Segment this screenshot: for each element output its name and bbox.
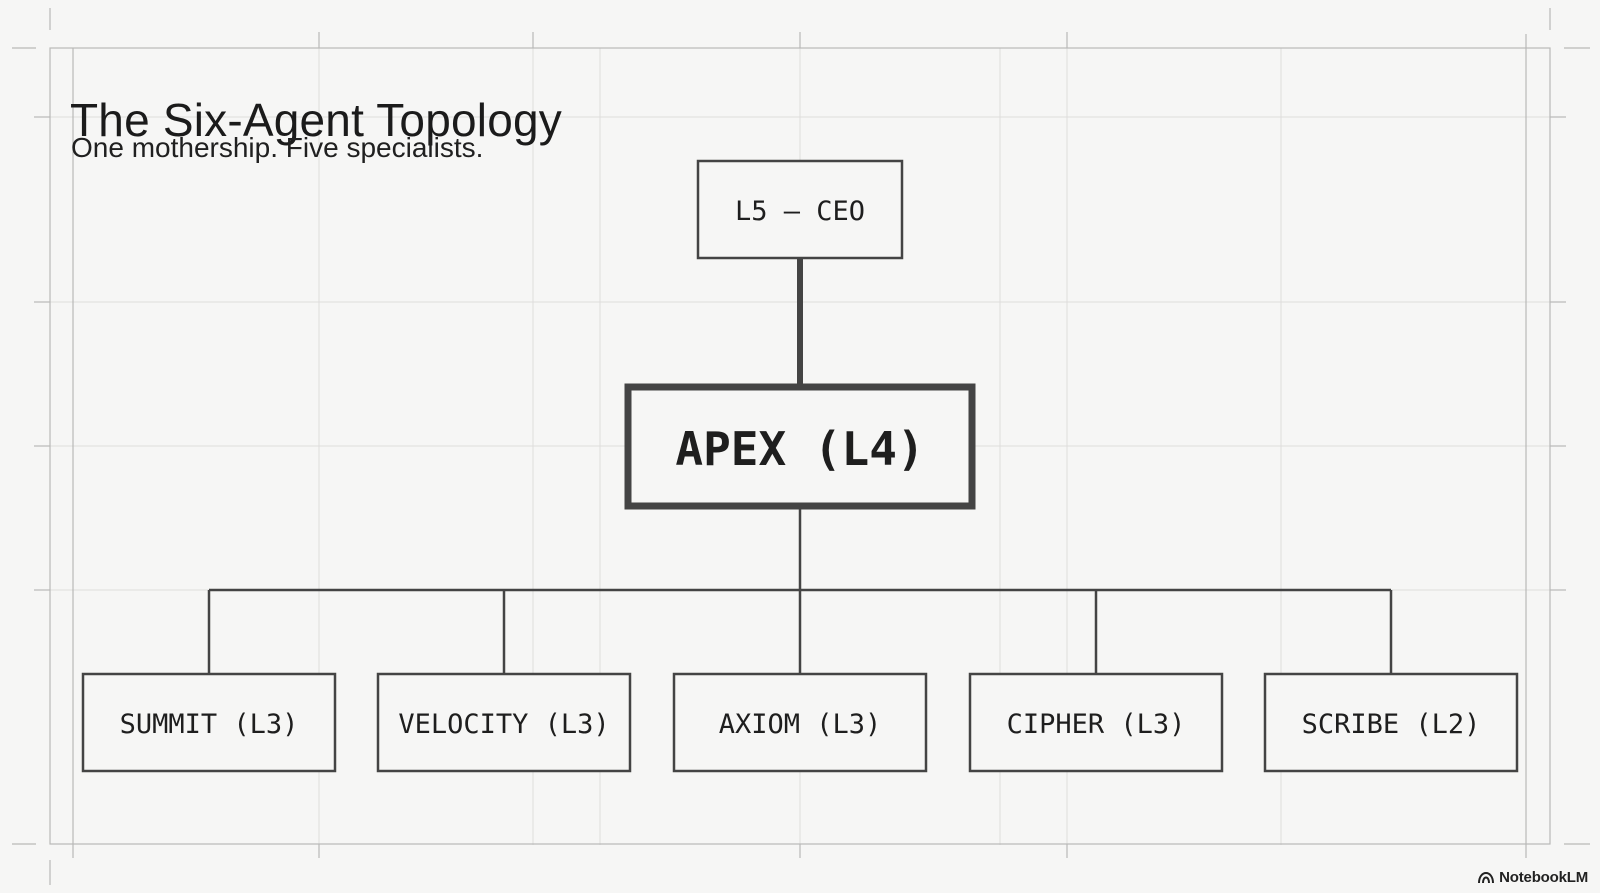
node-scribe-label: SCRIBE (L2) (1302, 709, 1481, 740)
node-cipher-label: CIPHER (L3) (1007, 709, 1186, 740)
node-axiom-label: AXIOM (L3) (719, 709, 882, 740)
node-summit: SUMMIT (L3) (81, 672, 337, 773)
notebooklm-branding: NotebookLM (1478, 869, 1588, 886)
node-ceo-label: L5 — CEO (735, 196, 865, 227)
node-velocity: VELOCITY (L3) (376, 672, 632, 773)
node-ceo: L5 — CEO (696, 159, 904, 260)
branding-label: NotebookLM (1499, 869, 1588, 886)
node-apex-label: APEX (L4) (675, 422, 924, 476)
node-apex: APEX (L4) (624, 383, 976, 510)
slide-title: The Six-Agent Topology (70, 93, 562, 146)
node-cipher: CIPHER (L3) (968, 672, 1224, 773)
notebooklm-logo-icon (1478, 871, 1495, 883)
connectors (207, 258, 1393, 674)
node-axiom: AXIOM (L3) (672, 672, 928, 773)
node-scribe: SCRIBE (L2) (1263, 672, 1519, 773)
node-summit-label: SUMMIT (L3) (120, 709, 299, 740)
node-velocity-label: VELOCITY (L3) (398, 709, 609, 740)
slide-subtitle: One mothership. Five specialists. (71, 132, 484, 163)
